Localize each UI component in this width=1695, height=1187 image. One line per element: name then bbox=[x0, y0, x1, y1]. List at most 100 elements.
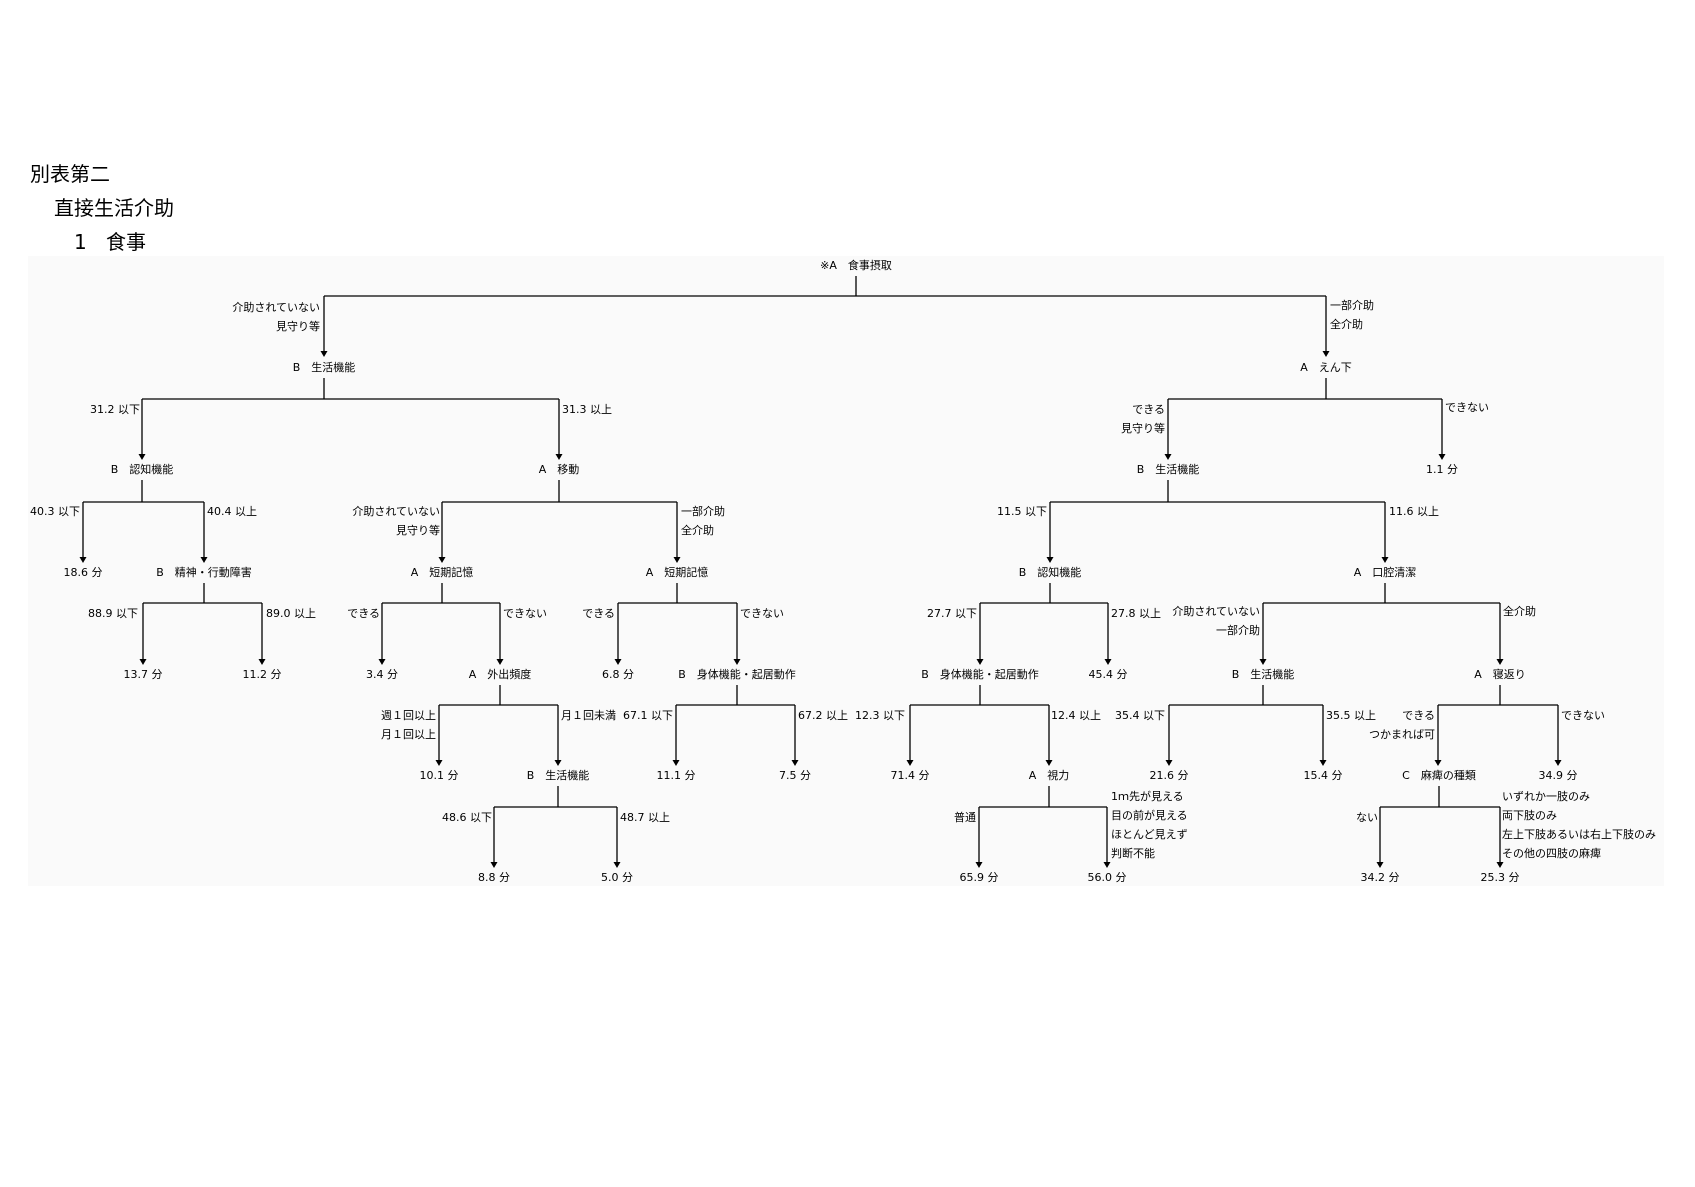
arrowhead bbox=[976, 659, 984, 665]
result-leaf: 25.3 分 bbox=[1481, 871, 1520, 884]
branch-condition: 月１回未満 bbox=[561, 709, 616, 722]
decision-node: B 生活機能 bbox=[1232, 667, 1295, 681]
arrowhead bbox=[490, 862, 498, 868]
branch-condition: できる bbox=[1132, 403, 1165, 416]
decision-node: B 生活機能 bbox=[293, 360, 356, 374]
branch-condition: 27.8 以上 bbox=[1111, 607, 1161, 620]
branch-condition: 88.9 以下 bbox=[88, 607, 138, 620]
branch-condition: 週１回以上 bbox=[381, 709, 436, 722]
decision-node: B 認知機能 bbox=[1019, 565, 1082, 579]
result-leaf: 56.0 分 bbox=[1088, 871, 1127, 884]
branch-condition: 左上下肢あるいは右上下肢のみ bbox=[1502, 827, 1656, 841]
result-leaf: 7.5 分 bbox=[779, 769, 811, 782]
result-leaf: 34.2 分 bbox=[1361, 871, 1400, 884]
branch-condition: 48.6 以下 bbox=[442, 811, 492, 824]
item-title: 1 食事 bbox=[74, 226, 146, 255]
branch-condition: 12.4 以上 bbox=[1051, 709, 1101, 722]
tree-edges bbox=[79, 276, 1562, 868]
arrowhead bbox=[1322, 351, 1330, 357]
result-leaf: 34.9 分 bbox=[1539, 769, 1578, 782]
arrowhead bbox=[1319, 760, 1327, 766]
result-leaf: 21.6 分 bbox=[1150, 769, 1189, 782]
branch-condition: 11.6 以上 bbox=[1389, 505, 1439, 518]
arrowhead bbox=[1046, 557, 1054, 563]
item-name: 食事 bbox=[106, 230, 146, 254]
result-leaf: 15.4 分 bbox=[1304, 769, 1343, 782]
branch-condition: できる bbox=[582, 607, 615, 620]
arrowhead bbox=[320, 351, 328, 357]
diagram-background bbox=[28, 256, 1664, 886]
decision-node: B 身体機能・起居動作 bbox=[921, 667, 1039, 681]
result-leaf: 11.2 分 bbox=[243, 668, 282, 681]
decision-node: A 短期記憶 bbox=[411, 565, 474, 579]
arrowhead bbox=[200, 557, 208, 563]
branch-condition: いずれか一肢のみ bbox=[1502, 789, 1590, 803]
result-leaf: 11.1 分 bbox=[657, 769, 696, 782]
decision-node: ※A 食事摂取 bbox=[820, 258, 892, 272]
branch-condition: 介助されていない bbox=[232, 300, 320, 314]
branch-condition: 67.2 以上 bbox=[798, 709, 848, 722]
decision-node: B 認知機能 bbox=[111, 462, 174, 476]
branch-condition: 両下肢のみ bbox=[1502, 808, 1557, 822]
branch-condition: できる bbox=[1402, 709, 1435, 722]
arrowhead bbox=[496, 659, 504, 665]
branch-condition: 40.3 以下 bbox=[30, 505, 80, 518]
branch-condition: 31.3 以上 bbox=[562, 403, 612, 416]
arrowhead bbox=[613, 862, 621, 868]
branch-condition: 普通 bbox=[954, 810, 976, 824]
item-number: 1 bbox=[74, 230, 87, 254]
branch-condition: 介助されていない bbox=[1172, 604, 1260, 618]
decision-node: A 寝返り bbox=[1474, 667, 1526, 681]
result-leaf: 65.9 分 bbox=[960, 871, 999, 884]
decision-node: A 外出頻度 bbox=[469, 667, 532, 681]
decision-node: A 口腔清潔 bbox=[1354, 565, 1417, 579]
arrowhead bbox=[672, 760, 680, 766]
arrowhead bbox=[1434, 760, 1442, 766]
arrowhead bbox=[975, 862, 983, 868]
result-leaf: 71.4 分 bbox=[891, 769, 930, 782]
branch-condition: 見守り等 bbox=[1121, 421, 1165, 435]
branch-condition: できない bbox=[1445, 401, 1489, 414]
arrowhead bbox=[139, 659, 147, 665]
branch-condition: 67.1 以下 bbox=[623, 709, 673, 722]
category-title: 直接生活介助 bbox=[54, 196, 174, 220]
decision-node: B 身体機能・起居動作 bbox=[678, 667, 796, 681]
branch-condition: 一部介助 bbox=[681, 504, 725, 518]
arrowhead bbox=[555, 454, 563, 460]
arrowhead bbox=[438, 557, 446, 563]
result-leaf: 3.4 分 bbox=[366, 668, 398, 681]
branch-condition: できない bbox=[1561, 709, 1605, 722]
branch-condition: 11.5 以下 bbox=[997, 505, 1047, 518]
decision-node: C 麻痺の種類 bbox=[1402, 768, 1476, 782]
branch-condition: つかまれば可 bbox=[1369, 728, 1435, 741]
result-leaf: 13.7 分 bbox=[124, 668, 163, 681]
arrowhead bbox=[906, 760, 914, 766]
result-leaf: 18.6 分 bbox=[64, 566, 103, 579]
branch-condition: 判断不能 bbox=[1111, 846, 1155, 860]
arrowhead bbox=[1496, 862, 1504, 868]
arrowhead bbox=[733, 659, 741, 665]
branch-condition: 全介助 bbox=[1503, 604, 1536, 618]
result-leaf: 5.0 分 bbox=[601, 871, 633, 884]
arrowhead bbox=[1259, 659, 1267, 665]
branch-condition: ない bbox=[1356, 811, 1378, 824]
arrowhead bbox=[791, 760, 799, 766]
branch-condition: 89.0 以上 bbox=[266, 607, 316, 620]
arrowhead bbox=[1496, 659, 1504, 665]
branch-condition: 月１回以上 bbox=[381, 728, 436, 741]
arrowhead bbox=[614, 659, 622, 665]
arrowhead bbox=[1376, 862, 1384, 868]
branch-condition: 1ｍ先が見える bbox=[1111, 789, 1184, 803]
arrowhead bbox=[138, 454, 146, 460]
branch-condition: 35.4 以下 bbox=[1115, 709, 1165, 722]
table-label: 別表第二 bbox=[30, 162, 110, 186]
arrowhead bbox=[1438, 454, 1446, 460]
branch-condition: 31.2 以下 bbox=[90, 403, 140, 416]
arrowhead bbox=[1045, 760, 1053, 766]
arrowhead bbox=[1381, 557, 1389, 563]
decision-node: B 生活機能 bbox=[1137, 462, 1200, 476]
branch-condition: 全介助 bbox=[1330, 317, 1363, 331]
decision-node: A 短期記憶 bbox=[646, 565, 709, 579]
